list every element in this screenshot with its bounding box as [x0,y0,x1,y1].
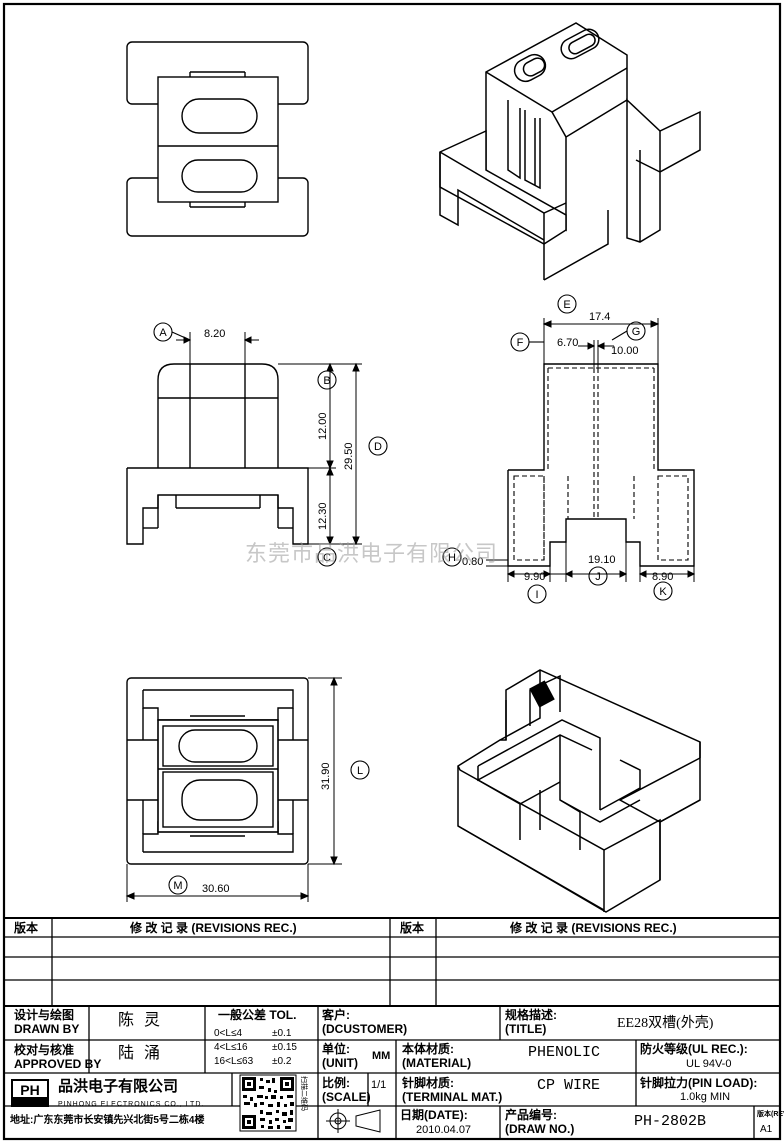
dim-17-4: 17.4 [589,311,610,323]
tol-value-2: ±0.15 [272,1042,297,1053]
company-logo-text: PH [20,1082,39,1098]
iso-view-bottom [457,669,701,913]
callout-i: I [535,589,538,601]
callout-f: F [517,337,524,349]
top-view [126,41,309,237]
spec-value: EE28双槽(外壳) [617,1016,714,1031]
fire-label: 防火等级(UL REC.): [640,1042,748,1056]
pin-value: CP WIRE [537,1077,601,1094]
tol-range-3: 16<L≤63 [214,1056,254,1067]
rev-header-record-right: 修 改 记 录 (REVISIONS REC.) [510,921,677,935]
company-name: 品洪电子有限公司 [58,1078,179,1095]
qr-caption: 扫描二维码 [300,1076,309,1111]
drawno-value: PH-2802B [634,1113,707,1130]
approver-label-en: APPROVED BY [14,1057,102,1071]
rev-value: A1 [760,1124,773,1135]
customer-label: 客户: [322,1008,350,1022]
dim-9-90: 9.90 [524,571,545,583]
dim-31-90: 31.90 [320,762,332,790]
scale-label: 比例: [322,1076,350,1090]
tol-value-1: ±0.1 [272,1028,292,1039]
company-address: 地址:广东东莞市长安镇先兴北街5号二栋4楼 [10,1115,205,1126]
company-name-en: PINHONG ELECTRONICS CO., LTD. [58,1101,205,1108]
callout-circles [153,294,673,895]
callout-g: G [632,326,641,338]
pin-label: 针脚材质: [402,1076,454,1090]
tol-range-1: 0<L≤4 [214,1028,243,1039]
approver-name: 陆 涌 [118,1045,164,1062]
iso-view-top [439,22,701,281]
qr-code [239,1074,297,1132]
callout-a: A [159,327,167,339]
designer-label-en: DRAWN BY [14,1022,80,1036]
title-block-grid [4,917,780,1139]
rev-header-record-left: 修 改 记 录 (REVISIONS REC.) [130,921,297,935]
tol-value-3: ±0.2 [272,1056,292,1067]
callout-b: B [323,375,330,387]
callout-d: D [374,441,382,453]
projection-symbol [326,1109,381,1133]
side-view [507,363,695,567]
material-label-en: (MATERIAL) [402,1056,472,1070]
rev-header-version-left: 版本 [14,921,39,935]
spec-label: 规格描述: [505,1008,557,1022]
callout-l: L [357,765,363,777]
company-logo [11,1079,49,1107]
drawno-label-en: (DRAW NO.) [505,1122,575,1136]
dim-6-70: 6.70 [557,337,578,349]
side-view-dims [486,318,696,582]
material-label: 本体材质: [402,1042,454,1056]
dim-10-00: 10.00 [611,345,639,357]
dim-0-80: 0.80 [462,556,483,568]
pin-label-en: (TERMINAL MAT.) [402,1090,503,1104]
dim-29-50: 29.50 [343,442,355,470]
drawno-label: 产品编号: [505,1108,557,1122]
designer-label: 设计与绘图 [14,1008,75,1022]
rev-label: 版本(REV): [757,1111,784,1118]
rev-header-version-right: 版本 [400,921,425,935]
bottom-view-dims [125,676,342,902]
dim-19-10: 19.10 [588,554,616,566]
pull-label: 针脚拉力(PIN LOAD): [640,1076,758,1090]
approver-label: 校对与核准 [14,1043,75,1057]
unit-label-en: (UNIT) [322,1056,358,1070]
designer-name: 陈 灵 [118,1012,164,1029]
callout-j: J [595,571,601,583]
unit-value: MM [372,1050,391,1062]
watermark-text: 东莞市品洪电子有限公司 [245,541,499,566]
bottom-view [126,677,309,865]
dim-12-00: 12.00 [317,412,329,440]
scale-value: 1/1 [371,1079,387,1091]
fire-value: UL 94V-0 [686,1058,732,1070]
front-view [126,363,309,545]
date-label: 日期(DATE): [400,1108,468,1122]
dim-12-30: 12.30 [317,502,329,530]
date-value: 2010.04.07 [416,1124,472,1136]
dim-30-60: 30.60 [202,883,230,895]
callout-m: M [173,880,182,892]
callout-e: E [563,299,570,311]
front-view-dims [176,332,362,546]
dim-8-90: 8.90 [652,571,673,583]
spec-label-en: (TITLE) [505,1022,547,1036]
callout-k: K [659,586,667,598]
dim-8-20: 8.20 [204,328,225,340]
customer-label-en: (DCUSTOMER) [322,1022,408,1036]
tolerance-title: 一般公差 TOL. [218,1008,297,1022]
tol-range-2: 4<L≤16 [214,1042,248,1053]
unit-label: 单位: [322,1042,350,1056]
callout-c: C [323,552,331,564]
material-value: PHENOLIC [528,1044,601,1061]
callout-h: H [448,552,456,564]
scale-label-en: (SCALE) [322,1090,371,1104]
pull-value: 1.0kg MIN [680,1091,731,1103]
